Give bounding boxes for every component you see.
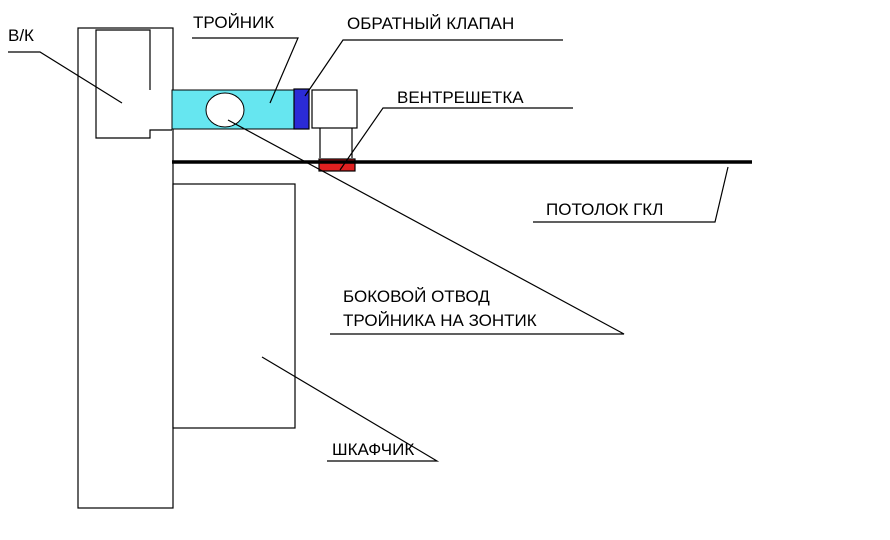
tee-side-outlet [205, 92, 245, 128]
leader-cabinet [261, 356, 440, 462]
duct-connector [311, 89, 358, 129]
leader-ceiling [533, 166, 729, 223]
leader-vent-grille [339, 107, 573, 171]
label-side-outlet-line2: ТРОЙНИКА НА ЗОНТИК [343, 311, 537, 330]
label-ceiling: ПОТОЛОК ГКЛ [546, 200, 663, 219]
label-check-valve: ОБРАТНЫЙ КЛАПАН [347, 14, 514, 33]
label-vk: В/К [8, 26, 34, 45]
ventilation-shaft [77, 27, 174, 509]
check-valve [293, 88, 310, 130]
leader-tee [192, 37, 299, 104]
label-cabinet: ШКАФЧИК [332, 440, 414, 459]
label-tee: ТРОЙНИК [193, 13, 274, 32]
leader-check-valve [304, 39, 563, 97]
shaft-opening [95, 29, 172, 139]
duct-drop [319, 128, 353, 158]
cabinet [172, 183, 296, 429]
label-side-outlet-line1: БОКОВОЙ ОТВОД [343, 287, 490, 306]
leader-vk [8, 51, 123, 104]
leader-side-outlet [227, 119, 625, 335]
label-vent-grille: ВЕНТРЕШЕТКА [397, 88, 524, 107]
